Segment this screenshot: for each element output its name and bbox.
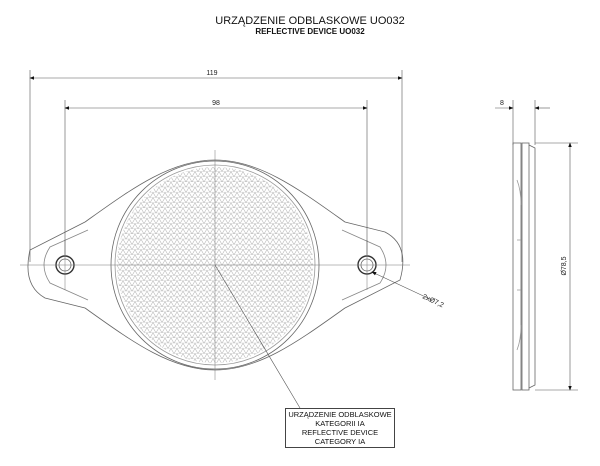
side-view [512, 142, 536, 391]
dimension-lines [29, 70, 578, 409]
dim-holes: 2xØ7,2 [421, 293, 445, 309]
drawing-title: URZĄDZENIE ODBLASKOWE UO032 [215, 15, 405, 27]
dim-diameter: Ø78,5 [561, 256, 568, 275]
dim-overall-width: 119 [206, 70, 217, 77]
dim-thickness: 8 [500, 100, 504, 107]
callout-line: CATEGORY IA [314, 437, 366, 446]
dim-hole-spacing: 98 [212, 100, 220, 107]
callout-line: URZĄDZENIE ODBLASKOWE [288, 410, 392, 419]
drawing-subtitle: REFLECTIVE DEVICE UO032 [255, 27, 365, 36]
callout-line: REFLECTIVE DEVICE [301, 428, 379, 437]
callout-line: KATEGORII IA [315, 419, 365, 428]
callout-box: URZĄDZENIE ODBLASKOWE KATEGORII IA REFLE… [285, 408, 395, 448]
